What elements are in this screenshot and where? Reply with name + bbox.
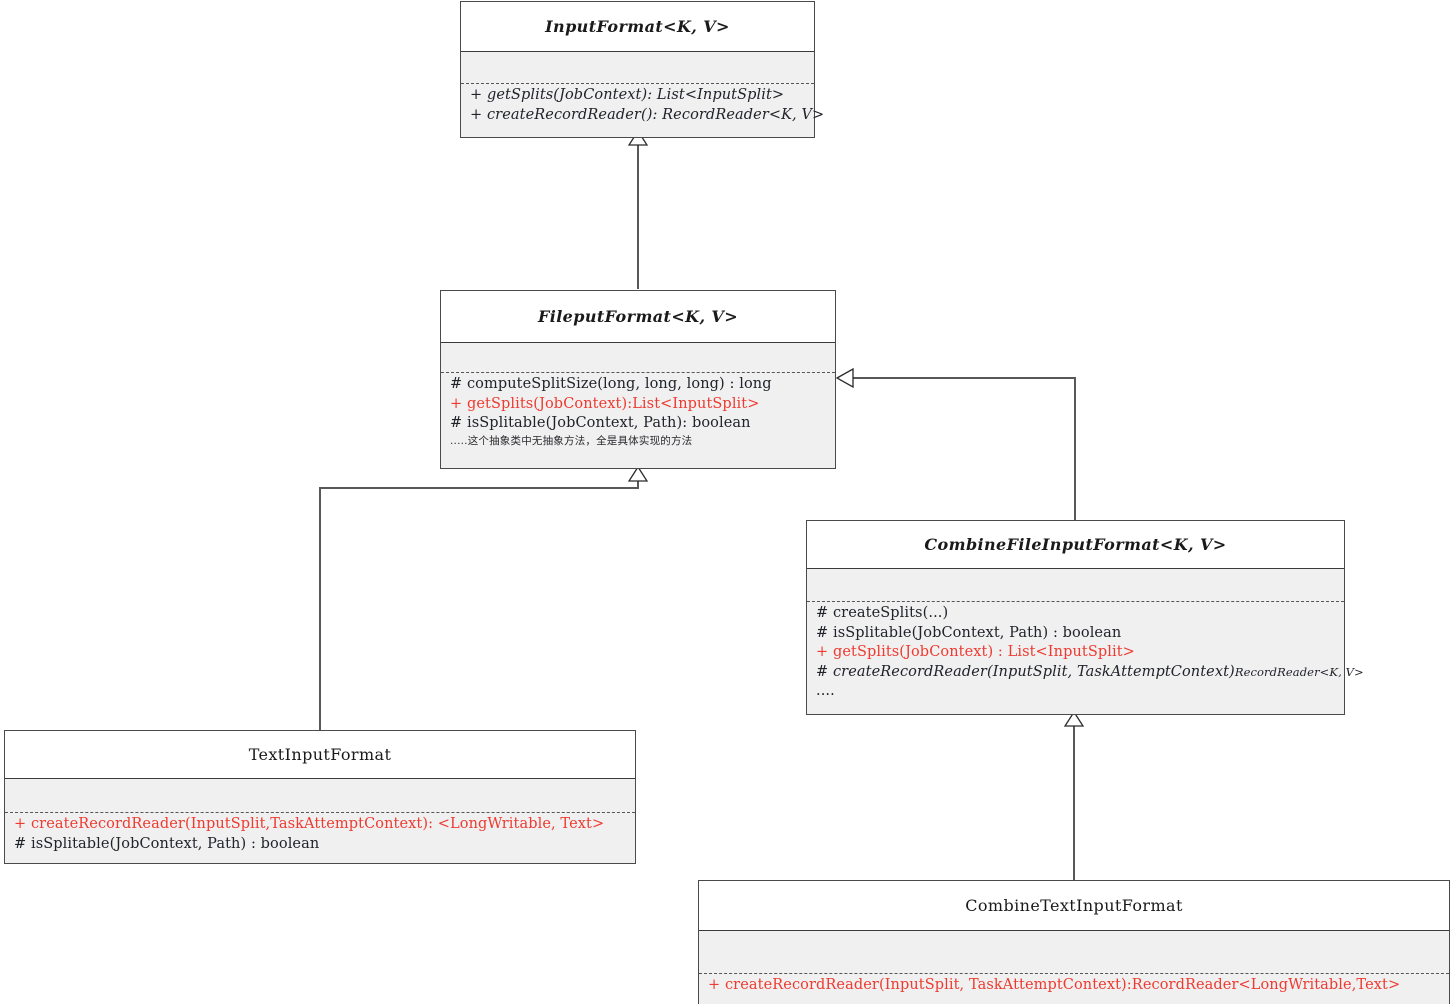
class-body-input-format: + getSplits(JobContext): List<InputSplit… (461, 52, 825, 137)
operation-row: # isSplitable(JobContext, Path) : boolea… (816, 624, 1122, 641)
edge-combinetext-to-combinefile (1073, 725, 1075, 880)
class-title-text-input-format: TextInputFormat (248, 745, 392, 764)
operation-row: # createSplits(...) (816, 605, 949, 621)
class-box-combine-file-input-format[interactable]: CombineFileInputFormat<K, V> # createSpl… (806, 520, 1364, 715)
class-body-combine-text-input-format: + createRecordReader(InputSplit, TaskAtt… (699, 931, 1449, 1004)
class-header-combine-file-input-format: CombineFileInputFormat<K, V> (807, 521, 1344, 569)
operation-row: + createRecordReader(InputSplit,TaskAtte… (14, 816, 605, 832)
class-attributes-combine-text-input-format (699, 931, 1449, 973)
class-operations-combine-file-input-format: # createSplits(...) # isSplitable(JobCon… (807, 601, 1364, 705)
edge-combinefile-vertical (1074, 377, 1076, 522)
operation-row: + getSplits(JobContext):List<InputSplit> (450, 395, 760, 412)
class-attributes-combine-file-input-format (807, 569, 1344, 601)
edge-textinputformat-horizontal (319, 487, 639, 489)
class-title-input-format: InputFormat<K, V> (545, 17, 730, 36)
operation-row: # isSplitable(JobContext, Path): boolean (450, 415, 751, 431)
class-operations-file-input-format: # computeSplitSize(long, long, long) : l… (441, 372, 835, 452)
class-title-combine-file-input-format: CombineFileInputFormat<K, V> (924, 535, 1227, 554)
class-box-text-input-format[interactable]: TextInputFormat + createRecordReader(Inp… (4, 730, 636, 864)
operation-row: + getSplits(JobContext) : List<InputSpli… (816, 644, 1135, 660)
class-operations-input-format: + getSplits(JobContext): List<InputSplit… (461, 83, 825, 128)
class-title-combine-text-input-format: CombineTextInputFormat (965, 896, 1183, 915)
class-operations-combine-text-input-format: + createRecordReader(InputSplit, TaskAtt… (699, 973, 1449, 999)
operation-row: # createRecordReader(InputSplit, TaskAtt… (807, 663, 1364, 683)
operation-return-type: RecordReader<K, V> (1234, 664, 1364, 679)
operation-note: .....这个抽象类中无抽象方法，全是具体实现的方法 (450, 434, 693, 447)
class-attributes-text-input-format (5, 779, 635, 812)
class-title-file-input-format: FileputFormat<K, V> (537, 307, 739, 326)
class-box-file-input-format[interactable]: FileputFormat<K, V> # computeSplitSize(l… (440, 290, 836, 469)
generalization-arrow-combinefileinputformat (1064, 711, 1084, 727)
class-attributes-input-format (461, 52, 814, 83)
class-box-input-format[interactable]: InputFormat<K, V> + getSplits(JobContext… (460, 1, 825, 138)
class-body-combine-file-input-format: # createSplits(...) # isSplitable(JobCon… (807, 569, 1364, 714)
operation-row: + createRecordReader(InputSplit, TaskAtt… (708, 977, 1401, 993)
operation-row: .... (816, 683, 835, 699)
operation-row: # computeSplitSize(long, long, long) : l… (450, 376, 772, 392)
operation-row: + getSplits(JobContext): List<InputSplit… (470, 87, 785, 103)
class-body-file-input-format: # computeSplitSize(long, long, long) : l… (441, 343, 835, 468)
edge-textinputformat-vertical (319, 487, 321, 732)
class-header-text-input-format: TextInputFormat (5, 731, 635, 779)
class-attributes-file-input-format (441, 343, 835, 372)
class-box-combine-text-input-format[interactable]: CombineTextInputFormat + createRecordRea… (698, 880, 1450, 1004)
operation-row: # isSplitable(JobContext, Path) : boolea… (14, 835, 320, 852)
operation-row: + createRecordReader(): RecordReader<K, … (470, 106, 825, 123)
edge-fileinputformat-to-inputformat (637, 143, 639, 289)
class-header-combine-text-input-format: CombineTextInputFormat (699, 881, 1449, 931)
edge-combinefile-horizontal (853, 377, 1075, 379)
class-header-input-format: InputFormat<K, V> (461, 2, 814, 52)
operation-signature: # createRecordReader(InputSplit, TaskAtt… (816, 663, 1235, 680)
class-operations-text-input-format: + createRecordReader(InputSplit,TaskAtte… (5, 812, 635, 857)
edge-textinputformat-riser (637, 478, 639, 488)
generalization-arrow-fileinputformat-text (628, 466, 648, 482)
class-body-text-input-format: + createRecordReader(InputSplit,TaskAtte… (5, 779, 635, 863)
generalization-arrow-inputformat (628, 130, 648, 146)
class-header-file-input-format: FileputFormat<K, V> (441, 291, 835, 343)
generalization-arrow-fileinputformat-combine (836, 368, 854, 388)
